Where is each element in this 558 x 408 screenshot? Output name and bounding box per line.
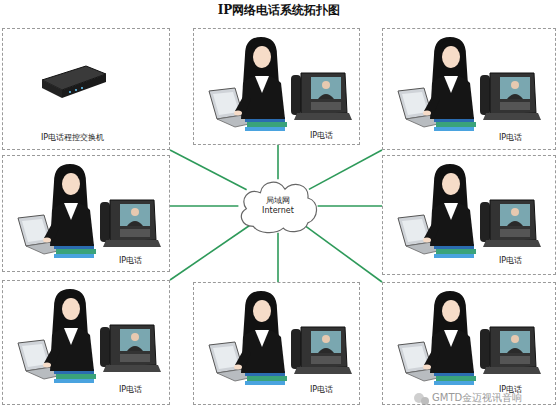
- device-label: IP电话: [119, 385, 142, 395]
- device-box: IP电话: [2, 155, 170, 272]
- network-link: [277, 233, 279, 282]
- workstation-illustration: [18, 164, 161, 258]
- network-link: [318, 205, 382, 207]
- cloud-shape: [241, 182, 316, 232]
- workstation-illustration: [18, 289, 161, 383]
- network-link: [170, 205, 238, 207]
- network-link: [277, 145, 279, 179]
- network-link: [170, 225, 250, 280]
- device-box: IP电话: [2, 280, 170, 405]
- pbx-device: [42, 66, 106, 98]
- device-label: IP电话: [499, 256, 522, 266]
- device-label: IP电话: [119, 256, 142, 266]
- workstation-illustration: [398, 164, 541, 258]
- network-label: 局域网 Internet: [257, 196, 299, 216]
- device-box: IP电话: [382, 28, 556, 150]
- diagram-title: IP网络电话系统拓扑图: [0, 2, 558, 19]
- network-link: [305, 226, 382, 282]
- workstation-illustration: [209, 291, 352, 385]
- workstation-illustration: [398, 291, 541, 385]
- workstation-illustration: [398, 37, 541, 131]
- device-box: IP电话: [193, 282, 360, 405]
- device-box: IP电话程控交换机: [2, 28, 170, 150]
- device-box: IP电话: [193, 28, 360, 145]
- watermark-icon: [414, 393, 429, 405]
- device-label: IP电话: [499, 133, 522, 143]
- device-label: IP电话: [310, 385, 333, 395]
- network-link: [170, 150, 247, 190]
- network-link: [309, 150, 382, 189]
- workstation-illustration: [209, 37, 352, 131]
- network-cloud: 局域网 Internet: [234, 175, 322, 237]
- device-box: IP电话: [382, 155, 556, 275]
- watermark: GMTD金迈视讯音响: [432, 391, 522, 405]
- device-label: IP电话: [310, 131, 333, 141]
- device-label: IP电话程控交换机: [41, 133, 104, 143]
- device-box: IP电话: [382, 282, 556, 405]
